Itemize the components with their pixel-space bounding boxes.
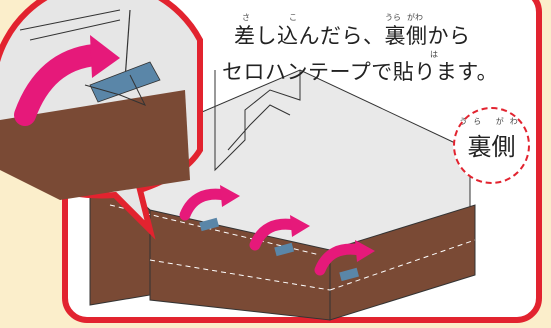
badge-label: 裏側 [467,133,516,161]
arrow-icon [314,240,375,276]
box-right-wall [329,204,476,321]
ruby-sa: さ [242,13,250,22]
arrow-icon [179,185,240,221]
back-side-badge: うら がわ 裏側 [453,107,530,184]
ruby-ura: うら [385,13,401,22]
ruby-gawa: がわ [407,13,423,22]
ruby-ha: は [430,50,438,59]
instruction-text: 差し込んだら、裏側から セロハンテープで貼ります。 さ こ うら がわ は [220,14,510,90]
bubble-wall [0,90,190,200]
badge-ruby: うら がわ [459,117,524,126]
arrow-icon [249,215,310,251]
arrow-icon [14,35,120,126]
fold-line-2 [227,104,291,151]
bubble-lines [19,9,121,31]
ruby-ko: こ [289,13,297,22]
bubble-string [124,9,131,81]
bubble-lines [29,19,121,41]
dashed-line [149,259,331,291]
tape-icon [89,61,161,103]
tape-icon [274,242,294,257]
tape-icon [199,217,219,232]
dashed-line [329,239,476,291]
tape-icon [339,267,359,282]
instruction-line-1: 差し込んだら、裏側から [234,24,471,48]
instruction-line-2: セロハンテープで貼ります。 [222,60,499,84]
bubble-paper [84,74,147,106]
fold-line [214,70,301,172]
